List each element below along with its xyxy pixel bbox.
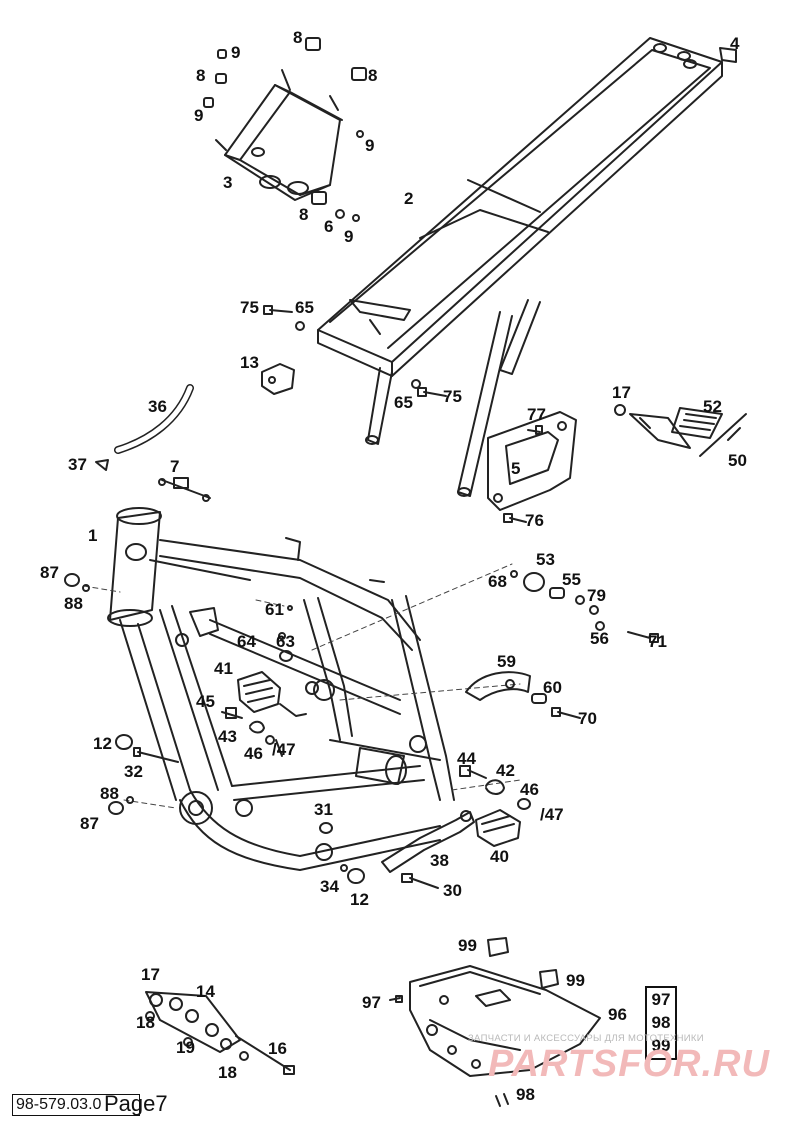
label-41: 41 bbox=[214, 659, 233, 678]
label-2: 2 bbox=[404, 189, 414, 208]
label-88-a: 88 bbox=[64, 594, 83, 613]
kit-item-97: 97 bbox=[651, 990, 671, 1009]
label-9-c: 9 bbox=[365, 136, 375, 155]
label-52: 52 bbox=[703, 397, 722, 416]
label-5: 5 bbox=[511, 459, 521, 478]
label-76: 76 bbox=[525, 511, 544, 530]
label-7: 7 bbox=[170, 457, 180, 476]
label-8-b: 8 bbox=[196, 66, 206, 85]
label-14: 14 bbox=[196, 982, 215, 1001]
kit-item-98: 98 bbox=[651, 1013, 671, 1032]
label-30: 30 bbox=[443, 881, 462, 900]
label-37: 37 bbox=[68, 455, 87, 474]
plate-5 bbox=[487, 411, 577, 523]
label-71: 71 bbox=[648, 632, 667, 651]
label-87-b: 87 bbox=[80, 814, 99, 833]
label-75-a: 75 bbox=[240, 298, 259, 317]
label-3: 3 bbox=[223, 173, 233, 192]
label-19: 19 bbox=[176, 1038, 195, 1057]
label-61: 61 bbox=[265, 600, 284, 619]
label-97: 97 bbox=[362, 993, 381, 1012]
label-99-a: 99 bbox=[458, 936, 477, 955]
subframe bbox=[317, 37, 723, 497]
guide-lines bbox=[83, 563, 521, 809]
label-50: 50 bbox=[728, 451, 747, 470]
label-34: 34 bbox=[320, 877, 339, 896]
label-70: 70 bbox=[578, 709, 597, 728]
label-68: 68 bbox=[488, 572, 507, 591]
label-12-a: 12 bbox=[93, 734, 112, 753]
label-60: 60 bbox=[543, 678, 562, 697]
label-53: 53 bbox=[536, 550, 555, 569]
label-8-c: 8 bbox=[368, 66, 378, 85]
kit-group-box: 97 98 99 bbox=[645, 986, 677, 1060]
label-79: 79 bbox=[587, 586, 606, 605]
label-36: 36 bbox=[148, 397, 167, 416]
tool-box-part-3 bbox=[215, 69, 343, 201]
label-42: 42 bbox=[496, 761, 515, 780]
bushings-53-71 bbox=[510, 570, 659, 643]
label-4: 4 bbox=[730, 34, 740, 53]
label-47-b: /47 bbox=[540, 805, 564, 824]
label-40: 40 bbox=[490, 847, 509, 866]
label-17-b: 17 bbox=[141, 965, 160, 984]
bolts-75-65 bbox=[263, 305, 447, 397]
chain-guide-59 bbox=[465, 671, 581, 719]
small-parts-37-7 bbox=[95, 459, 211, 502]
footpeg-left-41 bbox=[221, 605, 307, 757]
watermark-logo: PARTSFOR.RU bbox=[488, 1043, 770, 1085]
label-1: 1 bbox=[88, 526, 98, 545]
label-18-a: 18 bbox=[136, 1013, 155, 1032]
label-99-b: 99 bbox=[566, 971, 585, 990]
kit-item-99: 99 bbox=[651, 1036, 671, 1055]
label-31: 31 bbox=[314, 800, 333, 819]
label-77: 77 bbox=[527, 405, 546, 424]
label-9-a: 9 bbox=[231, 43, 241, 62]
document-code: 98-579.03.0 bbox=[12, 1094, 140, 1116]
label-8-a: 8 bbox=[293, 28, 303, 47]
label-46-b: 46 bbox=[520, 780, 539, 799]
footrest-assembly-50 bbox=[614, 404, 747, 457]
label-47-a: /47 bbox=[272, 740, 296, 759]
label-32: 32 bbox=[124, 762, 143, 781]
label-12-b: 12 bbox=[350, 890, 369, 909]
label-9-b: 9 bbox=[194, 106, 204, 125]
label-56: 56 bbox=[590, 629, 609, 648]
label-55: 55 bbox=[562, 570, 581, 589]
label-45: 45 bbox=[196, 692, 215, 711]
label-46-a: 46 bbox=[244, 744, 263, 763]
label-87-a: 87 bbox=[40, 563, 59, 582]
side-stand-bracket-14 bbox=[145, 991, 295, 1075]
label-96: 96 bbox=[608, 1005, 627, 1024]
brake-lever-38 bbox=[381, 765, 531, 889]
skid-plate-96 bbox=[389, 937, 601, 1107]
label-75-b: 75 bbox=[443, 387, 462, 406]
page-number: Page7 bbox=[104, 1091, 168, 1116]
label-8-d: 8 bbox=[299, 205, 309, 224]
label-16: 16 bbox=[268, 1039, 287, 1058]
rubber-buffers bbox=[203, 37, 737, 222]
label-17-a: 17 bbox=[612, 383, 631, 402]
label-43: 43 bbox=[218, 727, 237, 746]
label-98: 98 bbox=[516, 1085, 535, 1104]
label-38: 38 bbox=[430, 851, 449, 870]
label-18-b: 18 bbox=[218, 1063, 237, 1082]
watermark-tagline: ЗАПЧАСТИ И АКСЕССУАРЫ ДЛЯ МОТОТЕХНИКИ bbox=[468, 1033, 704, 1044]
label-65-a: 65 bbox=[295, 298, 314, 317]
main-frame bbox=[107, 507, 455, 871]
bolts-left bbox=[64, 573, 365, 884]
label-88-b: 88 bbox=[100, 784, 119, 803]
label-64: 64 bbox=[237, 632, 256, 651]
rubber-block-13 bbox=[261, 363, 295, 395]
hose-36 bbox=[114, 384, 194, 454]
label-63: 63 bbox=[276, 632, 295, 651]
label-9-d: 9 bbox=[344, 227, 354, 246]
label-13: 13 bbox=[240, 353, 259, 372]
label-6: 6 bbox=[324, 217, 334, 236]
label-44: 44 bbox=[457, 749, 476, 768]
label-65-b: 65 bbox=[394, 393, 413, 412]
label-59: 59 bbox=[497, 652, 516, 671]
